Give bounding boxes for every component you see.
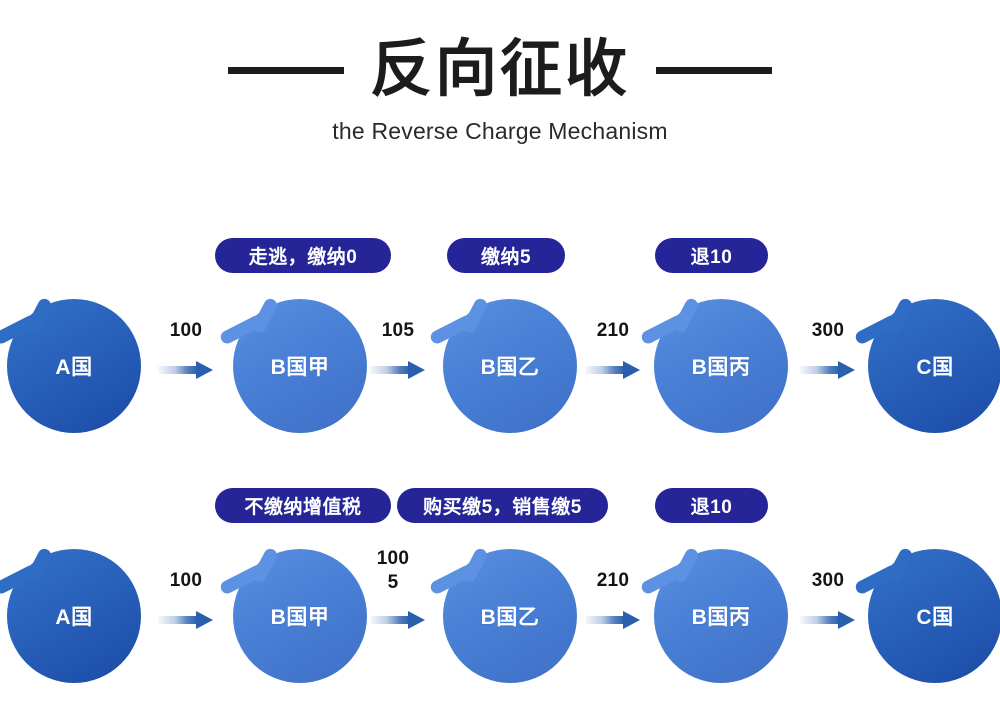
node-layer: A国 B国甲 B国乙 B国丙 bbox=[0, 285, 1000, 445]
arrow-shaft bbox=[800, 616, 840, 624]
badge-layer: 走逃，缴纳0 缴纳5 退10 bbox=[0, 205, 1000, 273]
node-label: B国丙 bbox=[691, 606, 751, 629]
arrow-shaft bbox=[800, 366, 840, 374]
node-b-guo-bing[interactable]: B国丙 bbox=[639, 296, 788, 433]
badge-layer: 不缴纳增值税 购买缴5，销售缴5 退10 bbox=[0, 455, 1000, 523]
page-header: 反向征收 the Reverse Charge Mechanism bbox=[0, 0, 1000, 170]
node-a-guo[interactable]: A国 bbox=[0, 296, 141, 433]
flow-value-2: 105 bbox=[358, 319, 438, 343]
arrow-shaft bbox=[158, 616, 198, 624]
flow-arrow-2-icon bbox=[370, 361, 426, 379]
badge-evasion-1[interactable]: 走逃，缴纳0 bbox=[215, 238, 391, 273]
node-circle: B国丙 bbox=[654, 299, 788, 433]
arrow-head bbox=[838, 361, 855, 379]
flow-arrow-3-icon bbox=[585, 361, 641, 379]
flow-arrow-1-icon bbox=[158, 361, 214, 379]
node-label: B国乙 bbox=[480, 606, 540, 629]
flow-value-line: 300 bbox=[811, 570, 845, 591]
arrow-head bbox=[196, 611, 213, 629]
arrow-shaft bbox=[370, 366, 410, 374]
node-b-guo-jia[interactable]: B国甲 bbox=[218, 296, 367, 433]
flow-value-2: 100 5 bbox=[353, 547, 433, 595]
node-c-guo[interactable]: C国 bbox=[853, 546, 1000, 683]
arrow-shaft bbox=[370, 616, 410, 624]
arrow-head bbox=[408, 361, 425, 379]
badge-reverse-3[interactable]: 退10 bbox=[655, 488, 768, 523]
title-dash-right-icon bbox=[656, 66, 772, 74]
node-label: B国乙 bbox=[480, 356, 540, 379]
flow-arrow-4-icon bbox=[800, 361, 856, 379]
flow-value-3: 210 bbox=[573, 319, 653, 343]
title-row: 反向征收 bbox=[0, 30, 1000, 110]
arrow-shaft bbox=[585, 366, 625, 374]
flow-value-line: 100 bbox=[169, 320, 203, 341]
arrow-shaft bbox=[585, 616, 625, 624]
page-title: 反向征收 bbox=[369, 35, 630, 104]
node-label: A国 bbox=[55, 606, 93, 629]
arrow-head bbox=[196, 361, 213, 379]
flow-arrow-1-icon bbox=[158, 611, 214, 629]
node-label: B国甲 bbox=[270, 356, 330, 379]
node-label: C国 bbox=[916, 606, 954, 629]
node-b-guo-bing[interactable]: B国丙 bbox=[639, 546, 788, 683]
node-label: B国甲 bbox=[270, 606, 330, 629]
title-dash-left-icon bbox=[227, 66, 344, 74]
flow-value-4: 300 bbox=[788, 569, 868, 593]
arrow-head bbox=[408, 611, 425, 629]
arrow-head bbox=[838, 611, 855, 629]
flow-value-1: 100 bbox=[146, 569, 226, 593]
arrow-shaft bbox=[158, 366, 198, 374]
flow-value-3: 210 bbox=[573, 569, 653, 593]
badge-reverse-2[interactable]: 购买缴5，销售缴5 bbox=[397, 488, 608, 523]
flow-value-line: 210 bbox=[596, 570, 630, 591]
node-b-guo-yi[interactable]: B国乙 bbox=[428, 296, 577, 433]
node-a-guo[interactable]: A国 bbox=[0, 546, 141, 683]
badge-reverse-1[interactable]: 不缴纳增值税 bbox=[215, 488, 391, 523]
flow-arrow-3-icon bbox=[585, 611, 641, 629]
flow-row-reverse-charge: 不缴纳增值税 购买缴5，销售缴5 退10 A国 B国甲 bbox=[0, 455, 1000, 705]
flow-value-line: 210 bbox=[596, 320, 630, 341]
node-b-guo-jia[interactable]: B国甲 bbox=[218, 546, 367, 683]
flow-value-line: 105 bbox=[381, 320, 415, 341]
flow-value-line: 100 bbox=[169, 570, 203, 591]
flow-value-line: 100 bbox=[376, 548, 410, 569]
node-c-guo[interactable]: C国 bbox=[853, 296, 1000, 433]
node-layer: A国 B国甲 B国乙 B国丙 bbox=[0, 535, 1000, 695]
flow-value-4: 300 bbox=[788, 319, 868, 343]
node-label: C国 bbox=[916, 356, 954, 379]
flow-value-line: 300 bbox=[811, 320, 845, 341]
flow-row-evasion: 走逃，缴纳0 缴纳5 退10 A国 B国甲 bbox=[0, 205, 1000, 455]
badge-evasion-2[interactable]: 缴纳5 bbox=[447, 238, 565, 273]
arrow-head bbox=[623, 361, 640, 379]
arrow-head bbox=[623, 611, 640, 629]
page-subtitle: the Reverse Charge Mechanism bbox=[332, 118, 668, 144]
flow-arrow-4-icon bbox=[800, 611, 856, 629]
node-circle: B国乙 bbox=[443, 299, 577, 433]
flow-value-1: 100 bbox=[146, 319, 226, 343]
node-label: A国 bbox=[55, 356, 93, 379]
node-b-guo-yi[interactable]: B国乙 bbox=[428, 546, 577, 683]
flow-arrow-2-icon bbox=[370, 611, 426, 629]
node-label: B国丙 bbox=[691, 356, 751, 379]
flow-value-line: 5 bbox=[387, 571, 399, 593]
badge-evasion-3[interactable]: 退10 bbox=[655, 238, 768, 273]
